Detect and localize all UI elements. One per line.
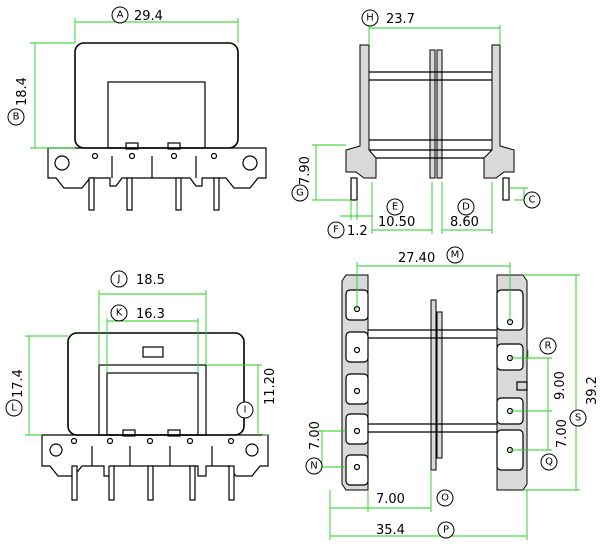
- dim-q: 7.00 Q: [510, 410, 570, 471]
- dim-b-bubble: B: [7, 108, 25, 126]
- dim-r-bubble: R: [539, 337, 557, 355]
- svg-text:P: P: [443, 525, 449, 536]
- svg-text:K: K: [116, 308, 123, 319]
- dim-i-value: 11.20: [263, 368, 278, 405]
- svg-text:I: I: [244, 405, 247, 416]
- dim-m-bubble: M: [446, 246, 464, 264]
- dim-e: E 10.50: [371, 182, 433, 234]
- dim-k-value: 16.3: [136, 307, 165, 322]
- dim-p-value: 35.4: [376, 523, 405, 538]
- dim-e-value: 10.50: [378, 215, 415, 230]
- svg-text:E: E: [392, 202, 398, 213]
- dim-n: 7.00 N: [305, 421, 346, 475]
- svg-text:B: B: [13, 112, 20, 123]
- bottom-view: [341, 274, 528, 491]
- dim-s-bubble: S: [569, 409, 587, 427]
- dim-q-bubble: Q: [540, 453, 558, 471]
- dim-p: 35.4 P: [329, 490, 528, 540]
- dim-m: 27.40 M: [356, 246, 511, 322]
- dim-o-bubble: O: [436, 489, 454, 507]
- dim-a-value: 29.4: [134, 9, 163, 24]
- svg-text:H: H: [366, 13, 374, 24]
- dim-n-value: 7.00: [308, 421, 323, 450]
- dim-s-value: 39.2: [585, 376, 600, 405]
- dim-f-value: 1.2: [347, 224, 368, 239]
- dim-q-value: 7.00: [555, 419, 570, 448]
- front-view: [47, 42, 267, 211]
- dim-j-value: 18.5: [136, 273, 165, 288]
- dim-e-bubble: E: [386, 198, 404, 216]
- dim-l-bubble: L: [5, 399, 23, 417]
- dim-o-value: 7.00: [376, 492, 405, 507]
- svg-text:S: S: [575, 413, 581, 424]
- dim-g-value: 7.90: [298, 156, 313, 185]
- dim-c: C: [509, 187, 541, 209]
- dim-d-value: 8.60: [450, 215, 479, 230]
- dim-r: R: [512, 337, 557, 359]
- dim-k-bubble: K: [110, 304, 128, 322]
- dim-l-value: 17.4: [11, 369, 26, 398]
- dim-g: G 7.90: [291, 144, 351, 202]
- dim-o: 7.00 O: [330, 470, 454, 512]
- dim-f-bubble: F: [327, 221, 345, 239]
- svg-text:D: D: [462, 202, 470, 213]
- svg-text:J: J: [117, 274, 121, 285]
- svg-text:L: L: [11, 403, 17, 414]
- dim-j: J 18.5: [98, 270, 207, 365]
- dim-b: B 18.4: [7, 42, 75, 149]
- dim-i-bubble: I: [236, 401, 254, 419]
- svg-text:Q: Q: [545, 457, 553, 468]
- svg-text:M: M: [451, 250, 460, 261]
- dim-d: D 8.60: [441, 182, 493, 234]
- dim-i: I 11.20: [206, 364, 278, 436]
- svg-text:R: R: [545, 341, 552, 352]
- dim-g-bubble: G: [291, 184, 309, 202]
- dim-a: A 29.4: [74, 6, 239, 43]
- dim-b-value: 18.4: [15, 77, 30, 106]
- bottom-front-view: [41, 332, 269, 501]
- dim-d-bubble: D: [457, 198, 475, 216]
- dim-c-bubble: C: [523, 191, 541, 209]
- dim-h-value: 23.7: [386, 12, 415, 27]
- svg-text:N: N: [310, 461, 317, 472]
- svg-text:O: O: [441, 493, 449, 504]
- dim-m-value: 27.40: [398, 251, 435, 266]
- dim-s: S 39.2: [523, 274, 600, 491]
- dim-p-bubble: P: [437, 521, 455, 539]
- dim-j-bubble: J: [110, 270, 128, 288]
- dim-a-bubble: A: [111, 6, 129, 24]
- dim-pitch-value: 9.00: [553, 371, 568, 400]
- dim-h-bubble: H: [361, 9, 379, 27]
- svg-text:F: F: [333, 225, 339, 236]
- dim-n-bubble: N: [305, 457, 323, 475]
- dim-h: H 23.7: [361, 9, 501, 45]
- side-view: [345, 44, 515, 201]
- svg-text:G: G: [296, 188, 304, 199]
- svg-text:C: C: [529, 195, 536, 206]
- dim-k: K 16.3: [106, 304, 199, 373]
- dim-f: F 1.2: [327, 200, 372, 239]
- svg-text:A: A: [117, 10, 124, 21]
- dim-l: L 17.4: [5, 335, 68, 436]
